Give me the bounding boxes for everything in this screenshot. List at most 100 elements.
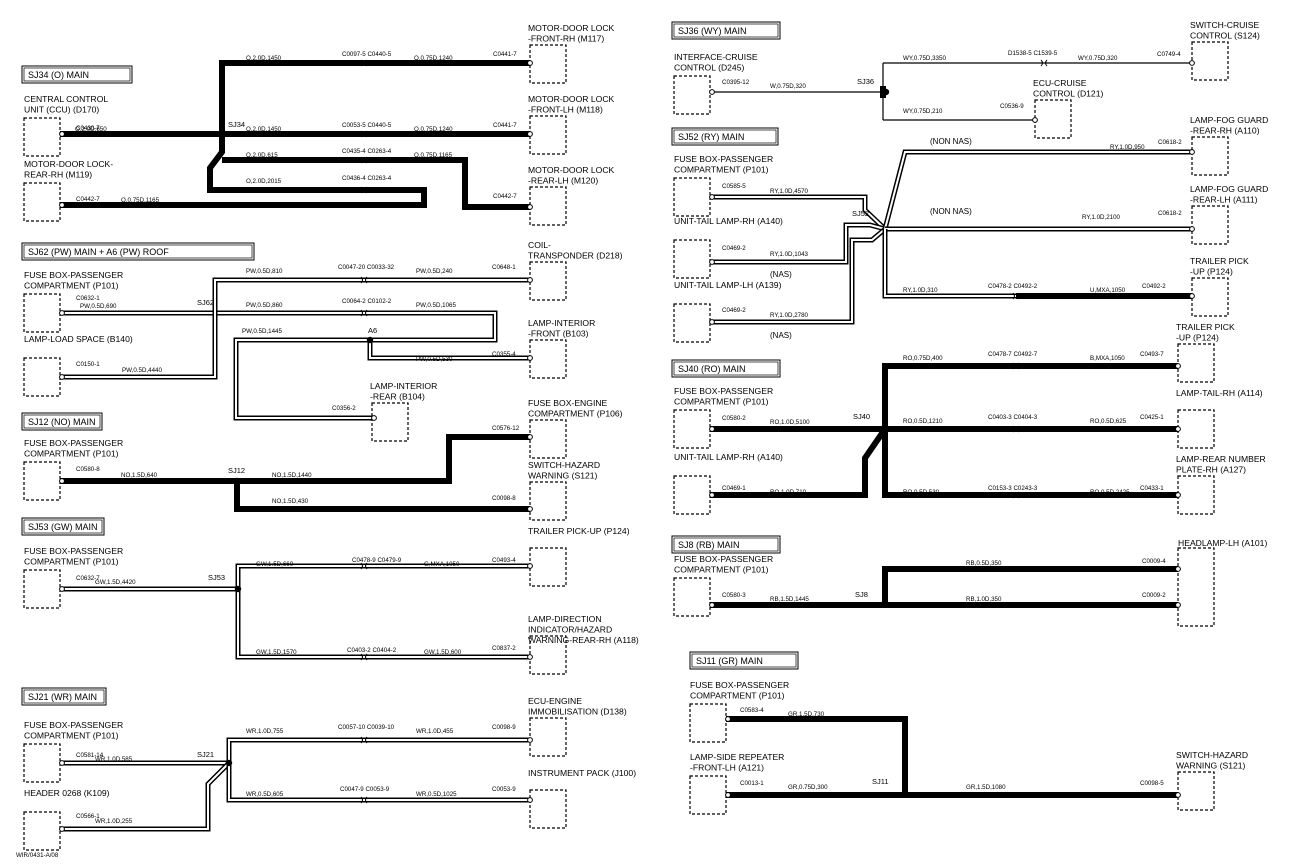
- component-box: [23, 117, 61, 157]
- component-box: [1191, 41, 1229, 81]
- component-box: [529, 789, 567, 829]
- inline-label: C0436-4 C0263-4: [342, 175, 392, 182]
- connector-label: C0441-7: [493, 51, 517, 58]
- wire-label: GW,1.5D,4420: [95, 579, 136, 586]
- connector-pin: [59, 826, 65, 832]
- wire-label: O,2.0D,650: [75, 126, 107, 133]
- inline-connector: [360, 59, 368, 67]
- section-header-inner: [23, 244, 253, 259]
- component-box: [529, 481, 567, 521]
- connector-pin: [59, 374, 65, 380]
- connector-pin: [527, 797, 533, 803]
- wire-label: RO,1.0D,5100: [770, 419, 810, 426]
- component-label: LAMP-FOG GUARD-REAR-RH (A110): [1190, 115, 1268, 136]
- connector-pin: [1175, 792, 1181, 798]
- connector-pin: [1175, 602, 1181, 608]
- wire-label: NO,1.5D,640: [121, 472, 158, 479]
- connector-label: C0580-3: [722, 592, 746, 599]
- section-header-text: SJ62 (PW) MAIN + A6 (PW) ROOF: [28, 247, 169, 257]
- wire-label: WR,1.0D,585: [95, 756, 133, 763]
- wire-thick: [234, 481, 530, 512]
- wire-label: RY,1.0D,310: [903, 287, 938, 294]
- wire-label: U,MXA,1050: [1090, 287, 1126, 294]
- connector-pin: [59, 131, 65, 137]
- connector-label: C0837-2: [492, 645, 516, 652]
- wire-label: RY,1.0D,4570: [770, 188, 809, 195]
- wire-thick: [726, 716, 908, 795]
- connector-label: C0493-4: [492, 557, 516, 564]
- note-label: (NON NAS): [930, 207, 972, 216]
- wire-label: GW,1.5D,660: [256, 561, 294, 568]
- inline-label: C0064-2 C0102-2: [342, 298, 392, 305]
- component-label: MOTOR-DOOR LOCK-FRONT-RH (M117): [528, 23, 615, 44]
- inline-label: C0153-3 C0243-3: [988, 485, 1038, 492]
- inline-connector: [1012, 425, 1020, 433]
- section-header-text: SJ40 (RO) MAIN: [678, 364, 746, 374]
- section-header-inner: [673, 537, 779, 552]
- inline-label: C0403-3 C0404-3: [988, 414, 1038, 421]
- component-label: INSTRUMENT PACK (J100): [528, 768, 636, 778]
- note-label: (NAS): [770, 331, 792, 340]
- wire-label: RB,1.5D,1445: [770, 596, 809, 603]
- wire-label: WY,0.75D,320: [1078, 55, 1118, 62]
- section-header-inner: [673, 129, 777, 144]
- section-header-text: SJ8 (RB) MAIN: [678, 540, 740, 550]
- wire-label: WR,1.0D,455: [416, 728, 454, 735]
- section-header-box: [689, 651, 799, 670]
- inline-connector: [1012, 491, 1020, 499]
- component-label: LAMP-INTERIOR-FRONT (B103): [528, 318, 595, 339]
- component-box: [529, 339, 567, 379]
- wire-label: RO,0.5D,625: [1090, 418, 1127, 425]
- component-box: [23, 569, 61, 609]
- connector-pin: [1189, 226, 1195, 232]
- connector-label: C0632-7: [76, 575, 100, 582]
- component-box: [23, 182, 61, 222]
- connector-label: C0583-4: [740, 707, 764, 714]
- connector-pin: [527, 131, 533, 137]
- component-label: LAMP-FOG GUARD-REAR-LH (A111): [1190, 184, 1268, 205]
- wire-double-core: [60, 739, 530, 764]
- inline-label: C0053-5 C0440-5: [342, 122, 392, 129]
- component-box: [529, 419, 567, 459]
- connector-pin: [527, 737, 533, 743]
- connector-label: C0749-4: [1157, 51, 1181, 58]
- wire-label: GR,1.5D,730: [788, 711, 825, 718]
- component-label: UNIT-TAIL LAMP-RH (A140): [674, 216, 783, 226]
- connector-pin: [527, 355, 533, 361]
- connector-label: C0098-5: [1140, 780, 1164, 787]
- wire-double-core: [60, 565, 530, 590]
- component-box: [673, 75, 711, 115]
- connector-pin: [527, 654, 533, 660]
- connector-pin: [59, 586, 65, 592]
- section-header-box: [21, 517, 105, 536]
- splice-label: SJ36: [857, 77, 874, 86]
- wire-label: WR,1.0D,755: [246, 728, 284, 735]
- component-box: [529, 547, 567, 587]
- section-header-box: [671, 535, 781, 554]
- connector-label: C0009-2: [1142, 592, 1166, 599]
- connector-label: C0469-2: [722, 245, 746, 252]
- inline-connector: [1012, 362, 1020, 370]
- connector-label: C0098-9: [492, 724, 516, 731]
- wire-thick: [710, 427, 888, 498]
- inline-label: C0435-4 C0263-4: [342, 148, 392, 155]
- splice-label: SJ62: [197, 298, 214, 307]
- component-label: TRAILER PICK-UP (P124): [1176, 322, 1235, 343]
- connector-pin: [59, 202, 65, 208]
- connector-label: C0618-2: [1158, 139, 1182, 146]
- component-box: [673, 409, 711, 449]
- section-header-inner: [23, 67, 131, 82]
- wire-double-core: [60, 279, 530, 378]
- wire-label: RY,1.0D,950: [1110, 144, 1145, 151]
- component-box: [1191, 277, 1229, 317]
- wire-label: O,0.75D,1240: [414, 55, 453, 62]
- connector-pin: [709, 602, 715, 608]
